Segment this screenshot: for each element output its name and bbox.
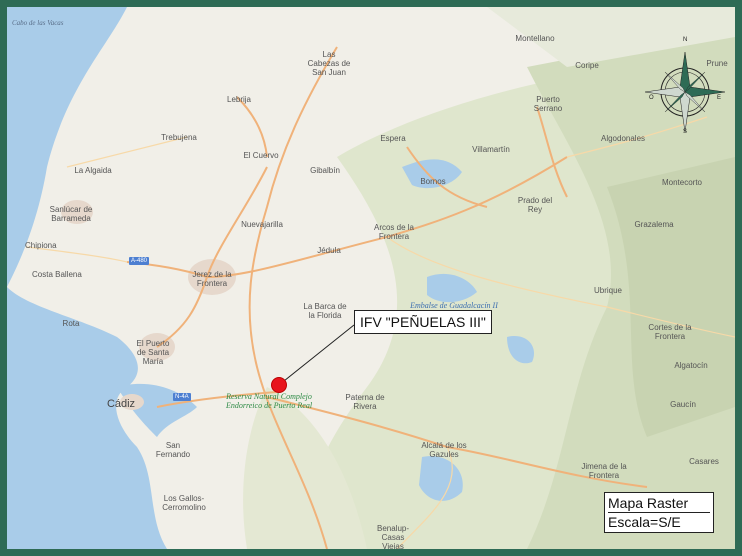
place-label-cabo: Cabo de las Vacas [12, 19, 64, 27]
place-label-jedula: Jédula [317, 246, 341, 255]
place-label-la-algaida: La Algaida [74, 166, 112, 175]
place-label-trebujena: Trebujena [161, 133, 197, 142]
place-label-gibalbin: Gibalbín [310, 166, 340, 175]
compass-s: S [683, 129, 688, 135]
place-label-montellano: Montellano [515, 34, 555, 43]
legend-map-type: Mapa Raster [608, 494, 710, 513]
compass-e: E [717, 95, 722, 101]
project-callout-label: IFV "PEÑUELAS III" [354, 310, 492, 334]
compass-n: N [683, 37, 688, 43]
compass-o: O [649, 95, 654, 101]
compass-rose-icon: N S E O [644, 37, 726, 137]
legend-scale: Escala=S/E [608, 514, 681, 530]
place-label-bornos: Bornos [420, 177, 446, 186]
road-badge-n4: N-4A [173, 393, 191, 401]
place-label-casares: Casares [689, 457, 719, 466]
place-label-espera: Espera [380, 134, 406, 143]
place-label-chipiona: Chipiona [25, 241, 57, 250]
place-label-el-cuervo: El Cuervo [243, 151, 279, 160]
place-label-guadiaro: Guadiaro [663, 548, 696, 549]
place-label-montecorto: Montecorto [661, 178, 703, 187]
project-location-marker[interactable] [271, 377, 287, 393]
road-badge-a480: A-480 [129, 257, 150, 265]
place-label-algatocin: Algatocín [674, 361, 708, 370]
map-basemap [7, 7, 735, 549]
place-label-los-gallos: Los Gallos-Cerromolino [162, 494, 206, 512]
place-label-lebrija: Lebrija [226, 95, 252, 104]
place-label-coripe: Coripe [575, 61, 599, 70]
place-label-gaucin: Gaucín [670, 400, 696, 409]
place-label-costa-ballena: Costa Ballena [32, 270, 82, 279]
place-label-prune: Prune [706, 59, 728, 68]
place-label-embalse: Embalse de Guadalcacín II [410, 301, 498, 310]
place-label-algodonales: Algodonales [600, 134, 646, 143]
map-legend: Mapa Raster Escala=S/E [604, 492, 714, 533]
place-label-cadiz: Cádiz [106, 398, 136, 410]
place-label-ubrique: Ubrique [593, 286, 623, 295]
place-label-grazalema: Grazalema [634, 220, 674, 229]
place-label-rota: Rota [62, 319, 80, 328]
place-label-villamartin: Villamartín [472, 145, 510, 154]
place-label-nueva-jarilla: Nuevajarilla [241, 220, 283, 229]
